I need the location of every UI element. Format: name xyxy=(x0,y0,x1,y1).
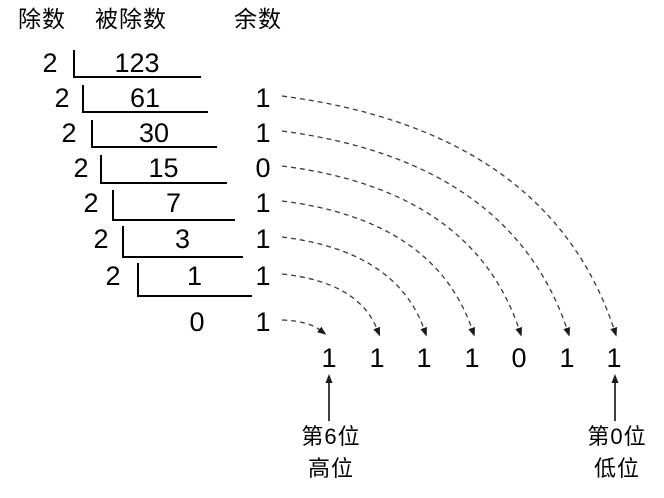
final-quotient: 0 xyxy=(189,307,205,337)
division-bracket-vertical-line xyxy=(100,155,102,184)
dividend-value: 123 xyxy=(114,48,160,78)
lsb-label-position: 第0位 xyxy=(587,424,647,449)
remainder-value: 1 xyxy=(255,188,271,218)
division-bracket-horizontal-line xyxy=(82,111,208,113)
binary-digit: 1 xyxy=(369,343,385,373)
divisor-column-header: 除数 xyxy=(18,6,66,32)
remainder-arc-bit0 xyxy=(281,95,618,337)
binary-digit: 1 xyxy=(416,343,432,373)
division-bracket-horizontal-line xyxy=(91,146,217,148)
binary-digit: 1 xyxy=(606,343,622,373)
division-bracket-vertical-line xyxy=(112,190,114,221)
division-bracket-vertical-line xyxy=(91,120,93,148)
remainder-value: 0 xyxy=(255,153,271,183)
division-bracket-horizontal-line xyxy=(137,295,252,297)
dividend-column-header: 被除数 xyxy=(95,6,167,32)
division-bracket-vertical-line xyxy=(122,226,124,258)
remainder-value: 1 xyxy=(255,118,271,148)
binary-digit: 1 xyxy=(464,343,480,373)
division-bracket-vertical-line xyxy=(137,263,139,297)
remainder-arc-bit5 xyxy=(281,273,381,337)
remainder-value: 1 xyxy=(255,261,271,291)
divisor-value: 2 xyxy=(61,118,77,148)
binary-digit: 1 xyxy=(321,343,337,373)
divisor-value: 2 xyxy=(93,224,109,254)
dividend-value: 7 xyxy=(165,188,182,218)
dividend-value: 30 xyxy=(138,118,170,148)
remainder-arc-bit2 xyxy=(281,165,522,337)
binary-digit: 1 xyxy=(559,343,575,373)
division-bracket-horizontal-line xyxy=(122,256,243,258)
remainder-arc-bit3 xyxy=(281,200,475,337)
division-bracket-horizontal-line xyxy=(112,219,235,221)
divisor-value: 2 xyxy=(83,188,99,218)
final-remainder: 1 xyxy=(255,307,271,337)
remainder-column-header: 余数 xyxy=(234,6,282,32)
divisor-value: 2 xyxy=(105,261,121,291)
remainder-value: 1 xyxy=(255,83,271,113)
division-bracket-vertical-line xyxy=(73,50,75,78)
remainder-arc-bit1 xyxy=(281,130,570,337)
binary-digit: 0 xyxy=(511,343,527,373)
msb-label-significance: 高位 xyxy=(307,456,354,481)
dividend-value: 61 xyxy=(129,83,161,113)
divisor-value: 2 xyxy=(42,48,58,78)
divisor-value: 2 xyxy=(54,83,70,113)
dividend-value: 1 xyxy=(186,261,203,291)
dividend-value: 15 xyxy=(148,153,179,183)
remainder-arc-bit6 xyxy=(281,319,327,335)
lsb-label-significance: 低位 xyxy=(593,456,640,481)
remainder-arc-bit4 xyxy=(281,236,427,337)
dividend-value: 3 xyxy=(174,224,191,254)
division-bracket-horizontal-line xyxy=(73,76,201,78)
division-bracket-vertical-line xyxy=(82,85,84,113)
msb-label-position: 第6位 xyxy=(301,424,361,449)
division-bracket-horizontal-line xyxy=(100,182,227,184)
remainder-value: 1 xyxy=(255,224,271,254)
divisor-value: 2 xyxy=(73,153,89,183)
